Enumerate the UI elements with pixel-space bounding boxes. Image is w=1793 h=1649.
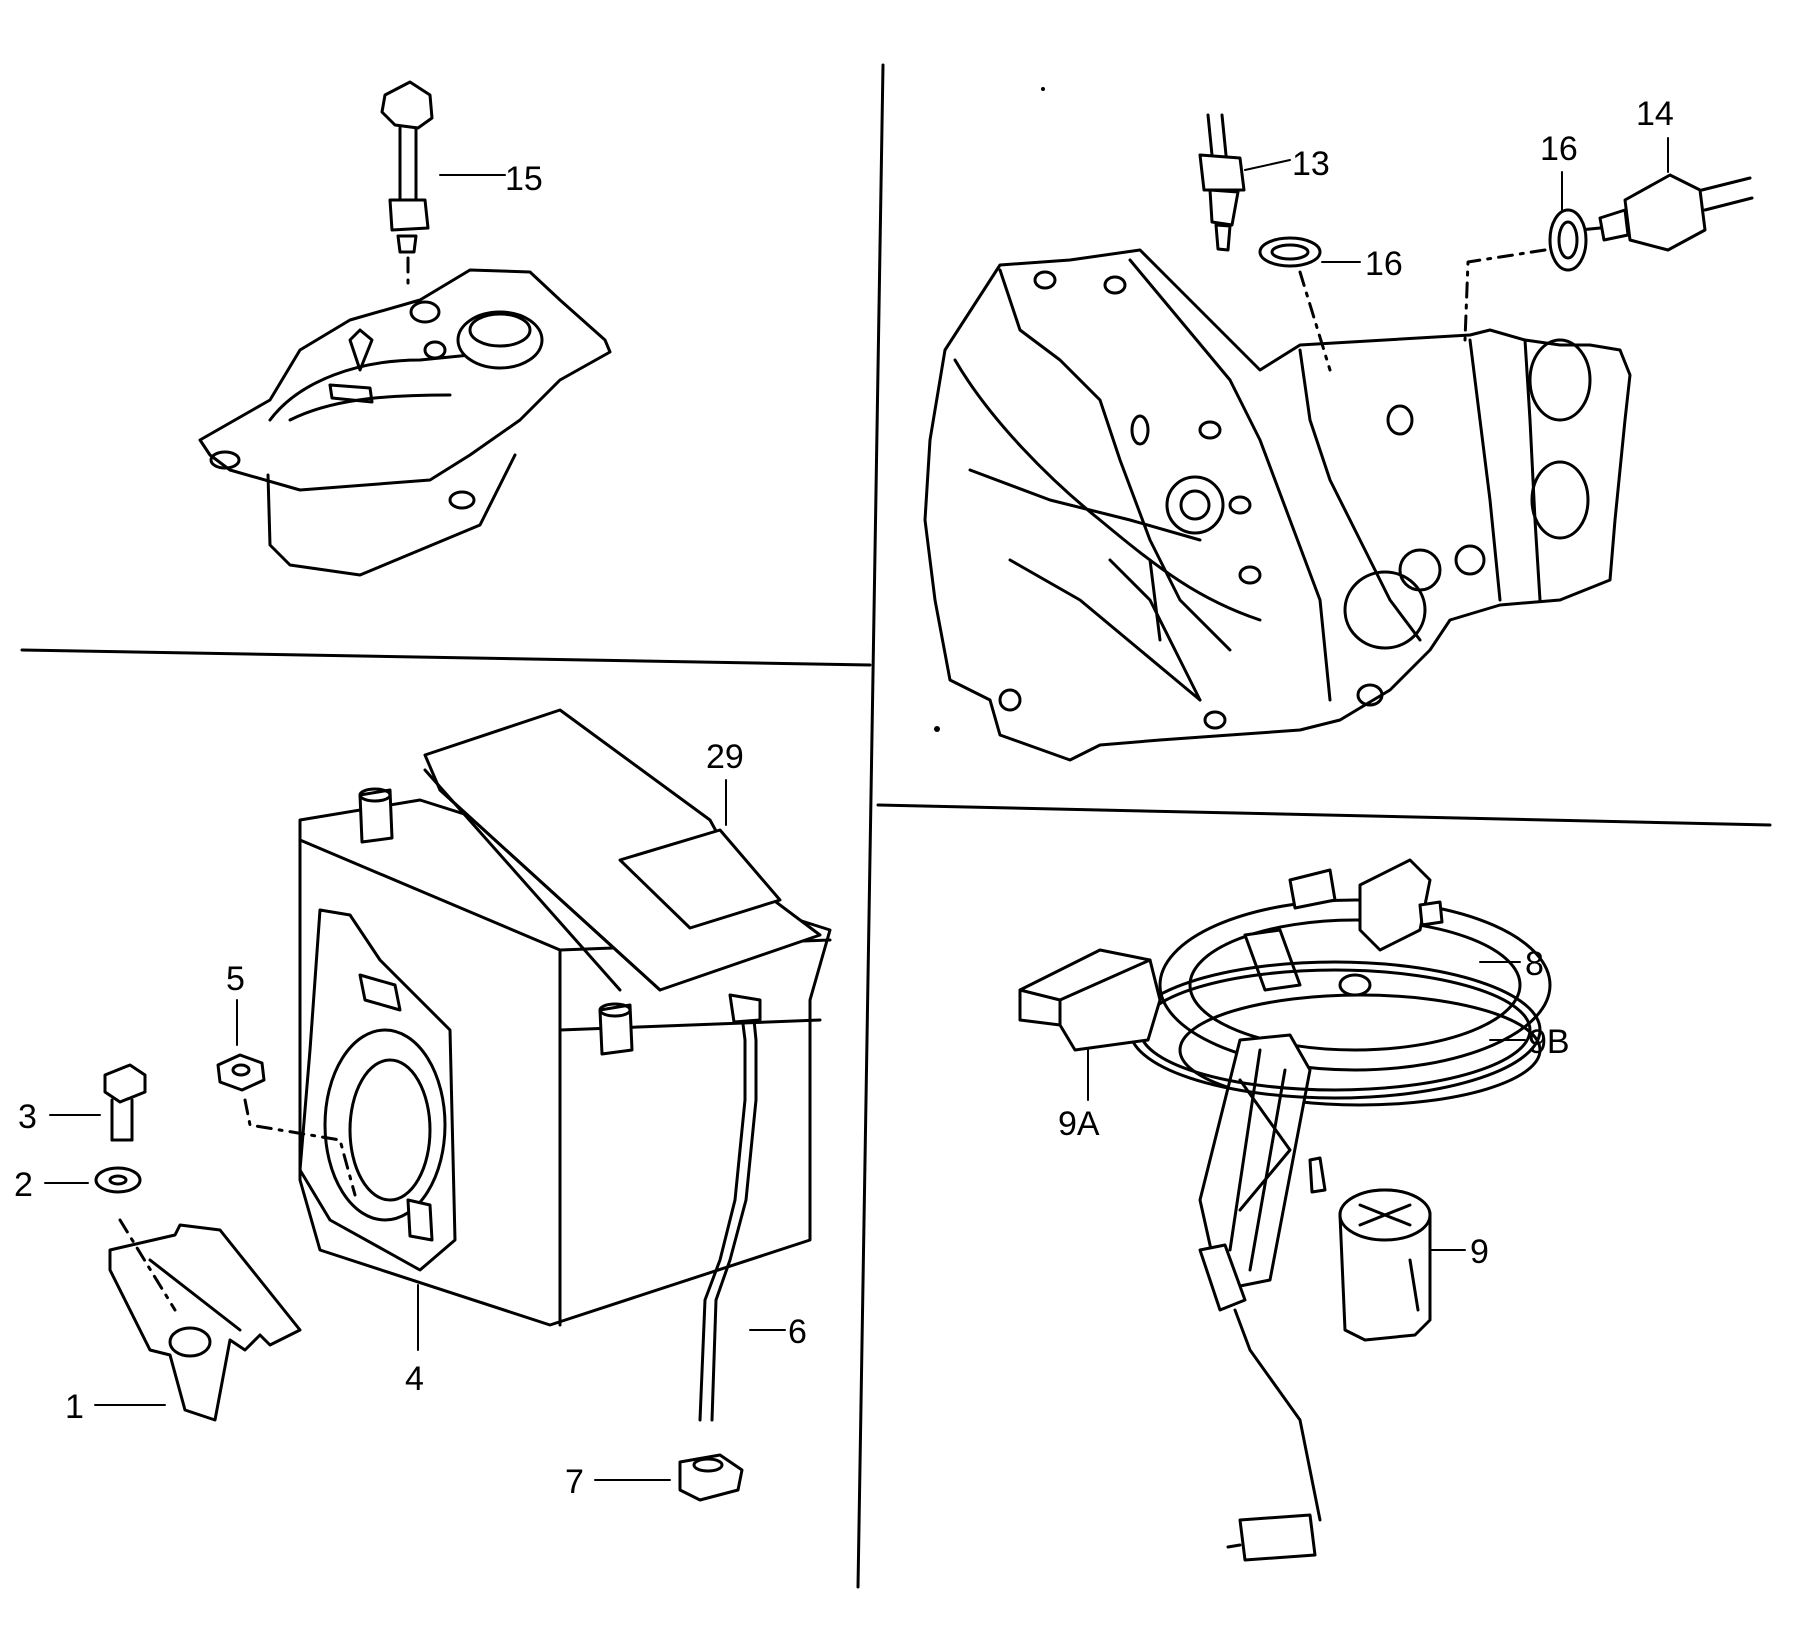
clamp-plate <box>108 1223 302 1422</box>
nut <box>216 1053 357 1197</box>
coolant-expansion-tank <box>198 268 612 577</box>
callout-9: 9 <box>1470 1233 1489 1271</box>
grommet <box>678 1453 744 1502</box>
foam-pad <box>1018 948 1162 1052</box>
fuel-filter <box>1338 1188 1432 1342</box>
callout-4: 4 <box>405 1360 424 1398</box>
bolt <box>103 1063 147 1142</box>
washer <box>94 1166 177 1312</box>
temperature-sender-13 <box>1198 113 1332 372</box>
callout-9b: 9B <box>1528 1023 1570 1061</box>
callout-2: 2 <box>14 1166 33 1204</box>
callout-1: 1 <box>65 1388 84 1426</box>
separator-lines <box>20 63 1772 1589</box>
sealing-ring <box>1463 208 1588 342</box>
temperature-sender <box>380 80 434 287</box>
callout-labels: 1 2 3 4 5 6 7 8 9 9A 9B 13 14 15 16 16 2… <box>14 95 1674 1501</box>
callout-5: 5 <box>226 960 245 998</box>
battery-hold-down-bracket <box>298 908 457 1272</box>
callout-14: 14 <box>1636 95 1674 133</box>
callout-3: 3 <box>18 1098 37 1136</box>
leader-lines <box>44 137 1669 1481</box>
callout-9a: 9A <box>1058 1105 1100 1143</box>
gearbox-housing <box>923 248 1632 762</box>
switch <box>1578 173 1754 252</box>
callout-16-seal: 16 <box>1365 245 1403 283</box>
stray-marks <box>934 87 1045 732</box>
callout-6: 6 <box>788 1313 807 1351</box>
callout-15: 15 <box>505 160 543 198</box>
callout-16-top: 16 <box>1540 130 1578 168</box>
callout-8: 8 <box>1525 945 1544 983</box>
callout-7: 7 <box>565 1463 584 1501</box>
fuel-sender-unit <box>1158 858 1552 1562</box>
callout-29: 29 <box>706 738 744 776</box>
callout-13: 13 <box>1292 145 1330 183</box>
